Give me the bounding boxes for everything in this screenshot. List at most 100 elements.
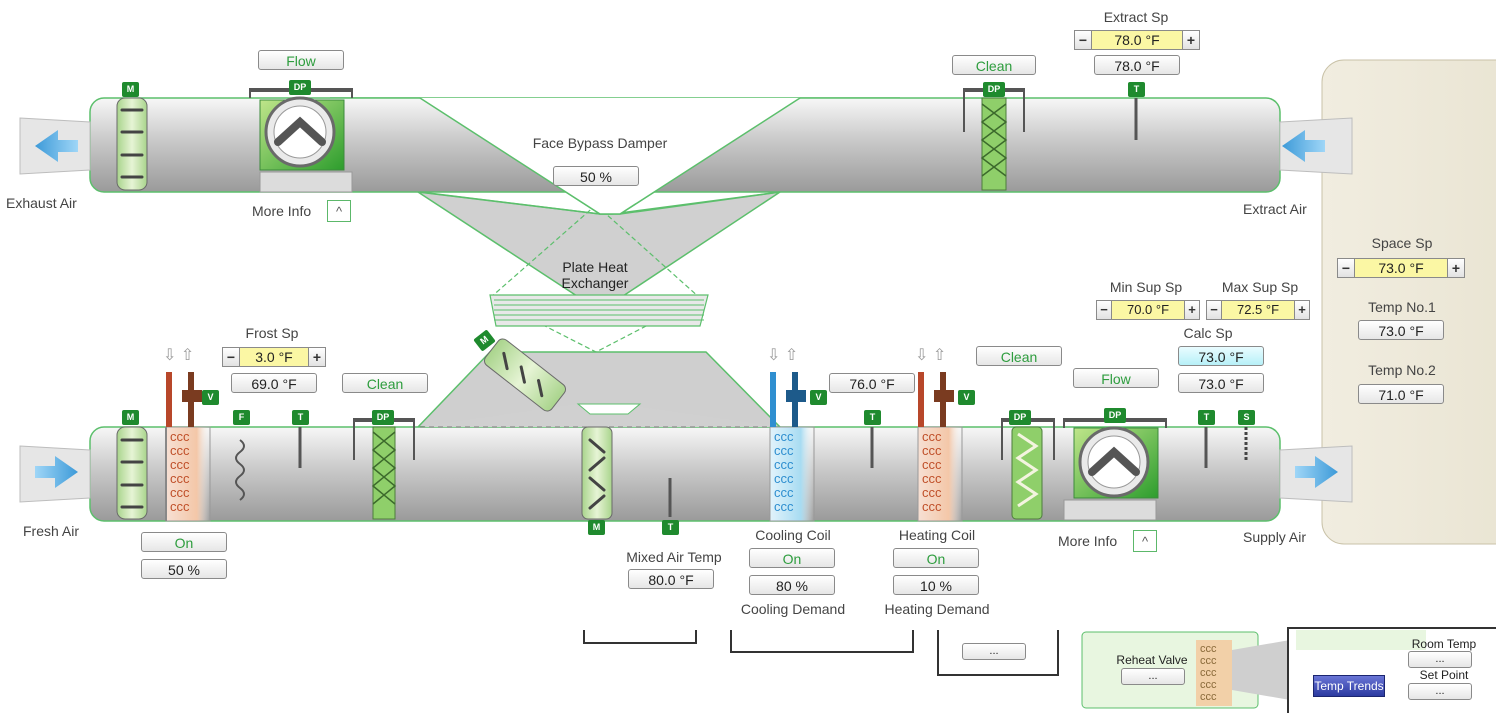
supply-more-info-button[interactable]: ^ — [1133, 530, 1157, 552]
frost-sp-increment[interactable]: + — [308, 347, 326, 367]
flow-arrows-icon: ⇩ ⇧ — [915, 347, 947, 364]
cooling-t-tag: T — [864, 410, 881, 425]
frost-sp-value[interactable]: 3.0 °F — [240, 347, 308, 367]
room-temp-label: Room Temp — [1411, 637, 1477, 651]
frost-sp-spinner[interactable]: − 3.0 °F + — [222, 347, 326, 367]
extract-sp-decrement[interactable]: − — [1074, 30, 1092, 50]
exhaust-air-label: Exhaust Air — [6, 195, 77, 211]
svg-text:ϲϲϲ: ϲϲϲ — [1200, 655, 1217, 667]
frost-t-tag: T — [292, 410, 309, 425]
extract-sp-increment[interactable]: + — [1182, 30, 1200, 50]
supplyfan-dp-tag: DP — [1104, 408, 1126, 423]
heating-pct-value[interactable]: 10 % — [893, 575, 979, 595]
extract-sp-value[interactable]: 78.0 °F — [1092, 30, 1182, 50]
frost-sp-label: Frost Sp — [245, 325, 299, 341]
panel-ellipsis-button[interactable]: ... — [962, 643, 1026, 660]
max-sup-sp-label: Max Sup Sp — [1221, 279, 1299, 295]
supply-flow-button[interactable]: Flow — [1073, 368, 1159, 388]
more-info-label: More Info — [252, 203, 312, 219]
space-sp-value[interactable]: 73.0 °F — [1355, 258, 1447, 278]
max-sup-sp-increment[interactable]: + — [1294, 300, 1310, 320]
min-sup-sp-value[interactable]: 70.0 °F — [1112, 300, 1184, 320]
svg-text:ϲϲϲ: ϲϲϲ — [774, 443, 794, 458]
svg-text:ϲϲϲ: ϲϲϲ — [922, 485, 942, 500]
max-sup-sp-value[interactable]: 72.5 °F — [1222, 300, 1294, 320]
preheat-on-button[interactable]: On — [141, 532, 227, 552]
svg-text:ϲϲϲ: ϲϲϲ — [922, 443, 942, 458]
temp-trends-button[interactable]: Temp Trends — [1313, 675, 1385, 697]
svg-text:ϲϲϲ: ϲϲϲ — [922, 457, 942, 472]
temp-no1-value[interactable]: 73.0 °F — [1358, 320, 1444, 340]
reheat-valve-label: Reheat Valve — [1116, 653, 1188, 667]
svg-text:ϲϲϲ: ϲϲϲ — [1200, 691, 1217, 703]
space-sp-increment[interactable]: + — [1447, 258, 1465, 278]
svg-text:ϲϲϲ: ϲϲϲ — [170, 443, 190, 458]
space-sp-spinner[interactable]: − 73.0 °F + — [1337, 258, 1465, 278]
min-sup-sp-spinner[interactable]: − 70.0 °F + — [1096, 300, 1200, 320]
filter-dp-tag: DP — [983, 82, 1005, 97]
svg-text:ϲϲϲ: ϲϲϲ — [774, 499, 794, 514]
filter1-clean-button[interactable]: Clean — [342, 373, 428, 393]
svg-text:ϲϲϲ: ϲϲϲ — [170, 471, 190, 486]
supply-t-tag: T — [1198, 410, 1215, 425]
max-sup-sp-decrement[interactable]: − — [1206, 300, 1222, 320]
space-sp-decrement[interactable]: − — [1337, 258, 1355, 278]
cooling-pct-value[interactable]: 80 % — [749, 575, 835, 595]
fresh-damper-tag-m: M — [122, 410, 139, 425]
cooling-coil-label: Cooling Coil — [755, 527, 831, 543]
svg-text:ϲϲϲ: ϲϲϲ — [922, 499, 942, 514]
frost-temp-value[interactable]: 69.0 °F — [231, 373, 317, 393]
face-bypass-value[interactable]: 50 % — [553, 166, 639, 186]
extract-temp-value[interactable]: 78.0 °F — [1094, 55, 1180, 75]
heating-on-button[interactable]: On — [893, 548, 979, 568]
exhaust-more-info-button[interactable]: ^ — [327, 200, 351, 222]
temp-no2-value[interactable]: 71.0 °F — [1358, 384, 1444, 404]
calc-sp-label: Calc Sp — [1183, 325, 1233, 341]
preheat-pct-value[interactable]: 50 % — [141, 559, 227, 579]
svg-text:ϲϲϲ: ϲϲϲ — [170, 429, 190, 444]
extract-clean-button[interactable]: Clean — [952, 55, 1036, 75]
max-sup-sp-spinner[interactable]: − 72.5 °F + — [1206, 300, 1310, 320]
room-temp-button[interactable]: ... — [1408, 651, 1472, 668]
cooling-demand-label: Cooling Demand — [740, 601, 846, 617]
svg-text:ϲϲϲ: ϲϲϲ — [170, 499, 190, 514]
heating-valve-tag-v: V — [958, 390, 975, 405]
svg-text:ϲϲϲ: ϲϲϲ — [922, 471, 942, 486]
extract-sp-spinner[interactable]: − 78.0 °F + — [1074, 30, 1200, 50]
svg-text:ϲϲϲ: ϲϲϲ — [170, 485, 190, 500]
fresh-air-label: Fresh Air — [23, 523, 80, 539]
frost-sp-decrement[interactable]: − — [222, 347, 240, 367]
min-sup-sp-increment[interactable]: + — [1184, 300, 1200, 320]
set-point-button[interactable]: ... — [1408, 683, 1472, 700]
cooling-on-button[interactable]: On — [749, 548, 835, 568]
supply-s-tag: S — [1238, 410, 1255, 425]
damper-tag-m: M — [122, 82, 139, 97]
svg-text:ϲϲϲ: ϲϲϲ — [774, 429, 794, 444]
calc-temp-value[interactable]: 73.0 °F — [1178, 373, 1264, 393]
min-sup-sp-decrement[interactable]: − — [1096, 300, 1112, 320]
face-damper-m-tag: M — [588, 520, 605, 535]
svg-text:ϲϲϲ: ϲϲϲ — [1200, 667, 1217, 679]
svg-text:ϲϲϲ: ϲϲϲ — [774, 457, 794, 472]
supply-air-label: Supply Air — [1243, 529, 1307, 545]
svg-text:ϲϲϲ: ϲϲϲ — [1200, 679, 1217, 691]
cooling-valve-temp[interactable]: 76.0 °F — [829, 373, 915, 393]
set-point-label: Set Point — [1419, 668, 1469, 682]
plate-hx-label-2: Exchanger — [561, 275, 629, 291]
bagfilter-clean-button[interactable]: Clean — [976, 346, 1062, 366]
exhaust-flow-button[interactable]: Flow — [258, 50, 344, 70]
svg-text:ϲϲϲ: ϲϲϲ — [170, 457, 190, 472]
reheat-valve-button[interactable]: ... — [1121, 668, 1185, 685]
cooling-valve-tag-v: V — [810, 390, 827, 405]
plate-hx-label-1: Plate Heat — [562, 259, 628, 275]
mixed-air-temp-value[interactable]: 80.0 °F — [628, 569, 714, 589]
frost-f-tag: F — [233, 410, 250, 425]
extract-sp-label: Extract Sp — [1103, 9, 1169, 25]
extract-air-label: Extract Air — [1243, 201, 1307, 217]
heating-demand-label: Heating Demand — [884, 601, 990, 617]
svg-text:ϲϲϲ: ϲϲϲ — [774, 471, 794, 486]
calc-sp-value[interactable]: 73.0 °F — [1178, 346, 1264, 366]
bagfilter-dp-tag: DP — [1009, 410, 1031, 425]
svg-text:ϲϲϲ: ϲϲϲ — [922, 429, 942, 444]
